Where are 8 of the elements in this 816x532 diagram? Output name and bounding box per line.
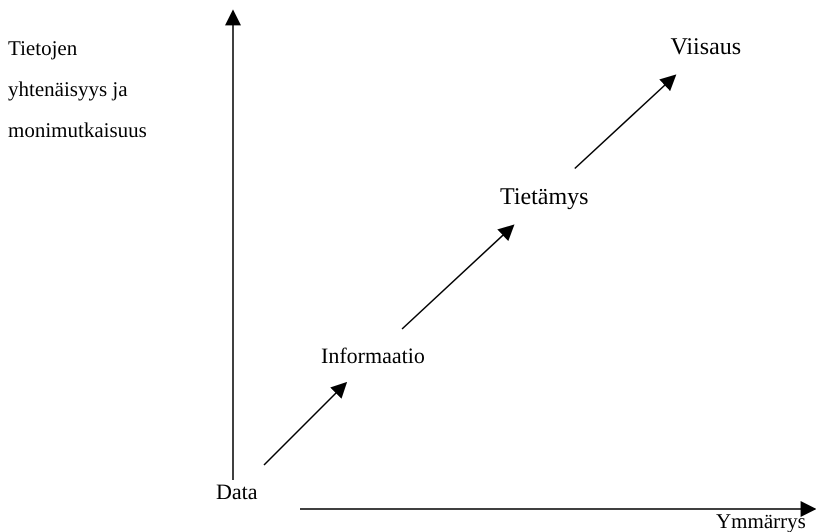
stage-label: Viisaus [670,32,742,62]
arrow [574,74,676,170]
stage-label: Informaatio [321,343,425,370]
arrow [402,224,515,330]
stage-label: Data [216,479,258,506]
stage-label: Tietämys [500,182,588,212]
axis-label: Tietojen yhtenäisyys ja monimutkaisuus [8,35,148,144]
arrow [263,382,348,466]
